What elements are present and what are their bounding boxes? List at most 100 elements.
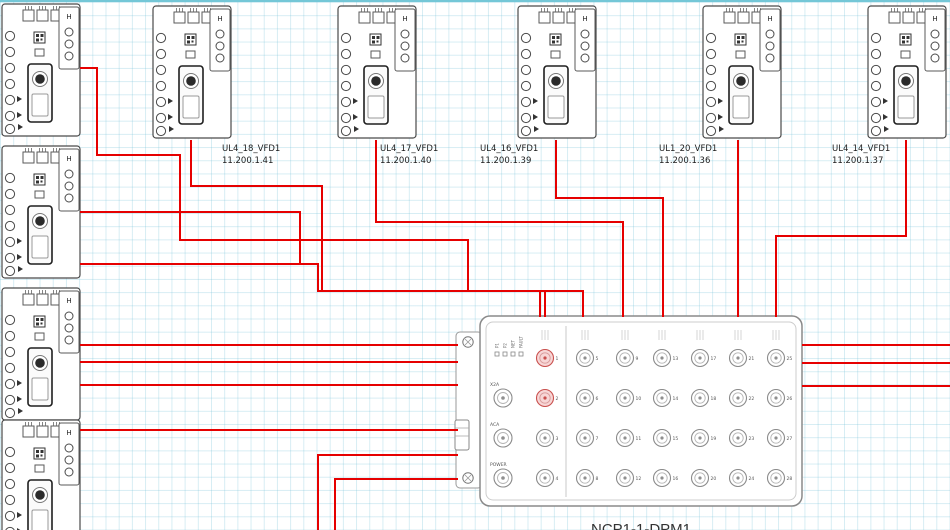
vfd-device-top-1[interactable] <box>152 5 232 139</box>
module-port-inner <box>694 392 706 404</box>
cable-top5-to-module[interactable] <box>775 140 907 317</box>
module-port-pin <box>583 396 587 400</box>
port-number: 1 <box>556 356 559 362</box>
mounting-bracket <box>455 331 483 489</box>
module-port-pin <box>660 476 664 480</box>
status-led-fault <box>518 351 524 357</box>
module-port-inner <box>539 352 551 364</box>
cables <box>80 67 950 530</box>
cable-bottom2-to-module[interactable] <box>334 478 458 530</box>
device-label-name: UL1_20_VFD1 <box>659 144 717 154</box>
vfd-device-top-4[interactable] <box>702 5 782 139</box>
device-label-ip: 11.200.1.36 <box>659 156 710 166</box>
module-port-pin <box>623 396 627 400</box>
status-led-p2 <box>502 351 508 357</box>
device-label-ip: 11.200.1.40 <box>380 156 431 166</box>
din-clip <box>454 419 470 451</box>
module-port-inner <box>619 392 631 404</box>
port-grid: 1234567891011121314151617181920212223242… <box>490 330 793 488</box>
vfd-device-top-5[interactable] <box>867 5 947 139</box>
module-port-pin <box>774 436 778 440</box>
module-port-pin <box>698 476 702 480</box>
module-name: NCP1-1-DPM1 <box>591 521 691 530</box>
vfd-device-top-2[interactable] <box>337 5 417 139</box>
module-port-pin <box>774 356 778 360</box>
module-port-inner <box>497 392 509 404</box>
module-port-pin <box>583 436 587 440</box>
module-port-inner <box>732 392 744 404</box>
module-port-inner <box>497 472 509 484</box>
module-port-inner <box>539 432 551 444</box>
module-port-pin <box>660 396 664 400</box>
port-number: 24 <box>749 476 755 482</box>
module-port-pin <box>543 476 547 480</box>
vfd-device-left-3[interactable] <box>1 287 81 421</box>
device-label-name: UL4_17_VFD1 <box>380 144 438 154</box>
vfd-device-top-3[interactable] <box>517 5 597 139</box>
module-port-inner <box>770 352 782 364</box>
module-port-pin <box>501 436 505 440</box>
module-port-pin <box>698 436 702 440</box>
side-port-label: ACA <box>490 422 500 428</box>
port-number: 17 <box>711 356 717 362</box>
cable-top1-to-module[interactable] <box>190 140 584 317</box>
port-number: 20 <box>711 476 717 482</box>
module-port-pin <box>583 356 587 360</box>
module-port-inner <box>694 472 706 484</box>
module-port-pin <box>543 396 547 400</box>
port-number: 3 <box>556 436 559 442</box>
module-port-pin <box>736 436 740 440</box>
cable-top2-to-module[interactable] <box>375 140 624 317</box>
port-number: 23 <box>749 436 755 442</box>
port-number: 22 <box>749 396 755 402</box>
port-number: 13 <box>673 356 679 362</box>
vfd-device-left-4[interactable] <box>1 419 81 530</box>
module-port-pin <box>698 396 702 400</box>
module-port-pin <box>660 436 664 440</box>
port-number: 15 <box>673 436 679 442</box>
vfd-device-left-2[interactable] <box>1 145 81 279</box>
device-label-ip: 11.200.1.39 <box>480 156 531 166</box>
module-port-inner <box>579 432 591 444</box>
port-number: 7 <box>596 436 599 442</box>
module-port-inner <box>539 392 551 404</box>
device-label-name: UL4_18_VFD1 <box>222 144 280 154</box>
module-port-inner <box>732 472 744 484</box>
vfd-device-left-1[interactable] <box>1 3 81 137</box>
dpm-module[interactable]: 1234567891011121314151617181920212223242… <box>454 315 803 530</box>
module-port-pin <box>543 356 547 360</box>
port-number: 5 <box>596 356 599 362</box>
device-label-name: UL4_14_VFD1 <box>832 144 890 154</box>
port-number: 9 <box>636 356 639 362</box>
module-port-pin <box>501 476 505 480</box>
port-number: 12 <box>636 476 642 482</box>
port-number: 10 <box>636 396 642 402</box>
cable-top3-to-module[interactable] <box>555 140 664 317</box>
module-port-inner <box>732 432 744 444</box>
port-number: 6 <box>596 396 599 402</box>
side-port-label: X2A <box>490 382 500 388</box>
port-number: 4 <box>556 476 559 482</box>
status-led-net <box>510 351 516 357</box>
module-port-pin <box>583 476 587 480</box>
module-inner-frame <box>485 321 797 501</box>
module-port-inner <box>694 352 706 364</box>
cable-bottom1-to-module[interactable] <box>317 454 458 530</box>
module-port-inner <box>656 392 668 404</box>
module-port-inner <box>770 432 782 444</box>
module-port-pin <box>774 476 778 480</box>
port-number: 16 <box>673 476 679 482</box>
port-number: 14 <box>673 396 679 402</box>
mounting-screw-bottom <box>462 472 474 484</box>
module-port-inner <box>770 472 782 484</box>
module-port-inner <box>770 392 782 404</box>
cable-left1-to-module[interactable] <box>80 67 546 317</box>
module-port-pin <box>660 356 664 360</box>
module-port-inner <box>619 352 631 364</box>
module-port-inner <box>732 352 744 364</box>
module-port-inner <box>579 472 591 484</box>
port-number: 11 <box>636 436 642 442</box>
port-number: 26 <box>787 396 793 402</box>
port-number: 8 <box>596 476 599 482</box>
